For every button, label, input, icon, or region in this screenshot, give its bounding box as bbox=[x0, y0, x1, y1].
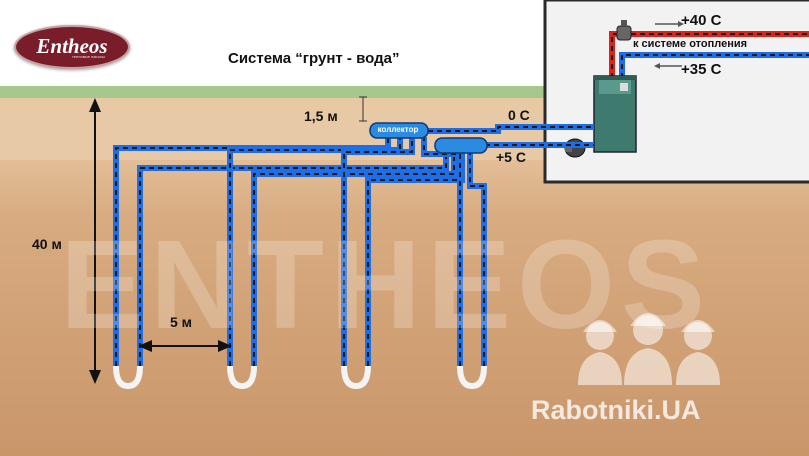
depth-dimension-arrow bbox=[89, 98, 101, 384]
logo-tagline: тепловые насосы bbox=[72, 54, 105, 59]
workers-icon bbox=[578, 313, 720, 385]
arrow-right-icon bbox=[655, 21, 684, 27]
entheos-watermark: ENTHEOS bbox=[60, 214, 712, 355]
supply-temp-label: +40 C bbox=[681, 12, 722, 29]
loop-u-bend bbox=[227, 365, 257, 390]
borehole-pipe-down bbox=[341, 137, 415, 366]
collector-label: коллектор bbox=[377, 125, 419, 134]
spacing-dimension-arrow bbox=[138, 340, 232, 352]
borehole-loops bbox=[113, 137, 487, 390]
heating-return-pipe bbox=[619, 52, 809, 78]
diagram-title: Система “грунт - вода” bbox=[228, 50, 400, 67]
collector-out-temp-label: 0 C bbox=[508, 107, 530, 123]
well-spacing-label: 5 м bbox=[170, 314, 193, 330]
entheos-logo: Entheos тепловые насосы bbox=[14, 25, 130, 69]
loop-u-bend bbox=[113, 365, 143, 390]
well-depth-label: 40 м bbox=[32, 236, 62, 252]
return-temp-label: +35 C bbox=[681, 61, 722, 78]
soil bbox=[0, 160, 809, 456]
to-heating-label: к системе отопления bbox=[633, 38, 748, 50]
depth-1-5m-marker bbox=[359, 96, 367, 122]
depth-1-5m-label: 1,5 м bbox=[304, 108, 338, 124]
borehole-pipe-down bbox=[421, 137, 463, 366]
collector-in-temp-label: +5 C bbox=[496, 149, 526, 165]
loop-u-bend bbox=[457, 365, 487, 390]
collector-lower bbox=[434, 137, 488, 154]
header-pipe-cold bbox=[428, 124, 594, 134]
house-wall bbox=[543, 0, 809, 184]
loop-u-bend bbox=[341, 365, 371, 390]
logo-wordmark: Entheos bbox=[36, 34, 108, 58]
heating-supply-pipe bbox=[609, 31, 809, 78]
borehole-pipe-up bbox=[467, 152, 487, 366]
borehole-pipe-up bbox=[251, 152, 457, 366]
borehole-pipe-down bbox=[227, 137, 403, 366]
valve-icon bbox=[616, 20, 632, 41]
arrow-left-icon bbox=[654, 63, 682, 69]
collector-upper bbox=[369, 122, 429, 139]
boiler-icon bbox=[593, 75, 637, 153]
borehole-pipe-up bbox=[137, 152, 449, 366]
site-watermark: Rabotniki.UA bbox=[531, 395, 701, 425]
